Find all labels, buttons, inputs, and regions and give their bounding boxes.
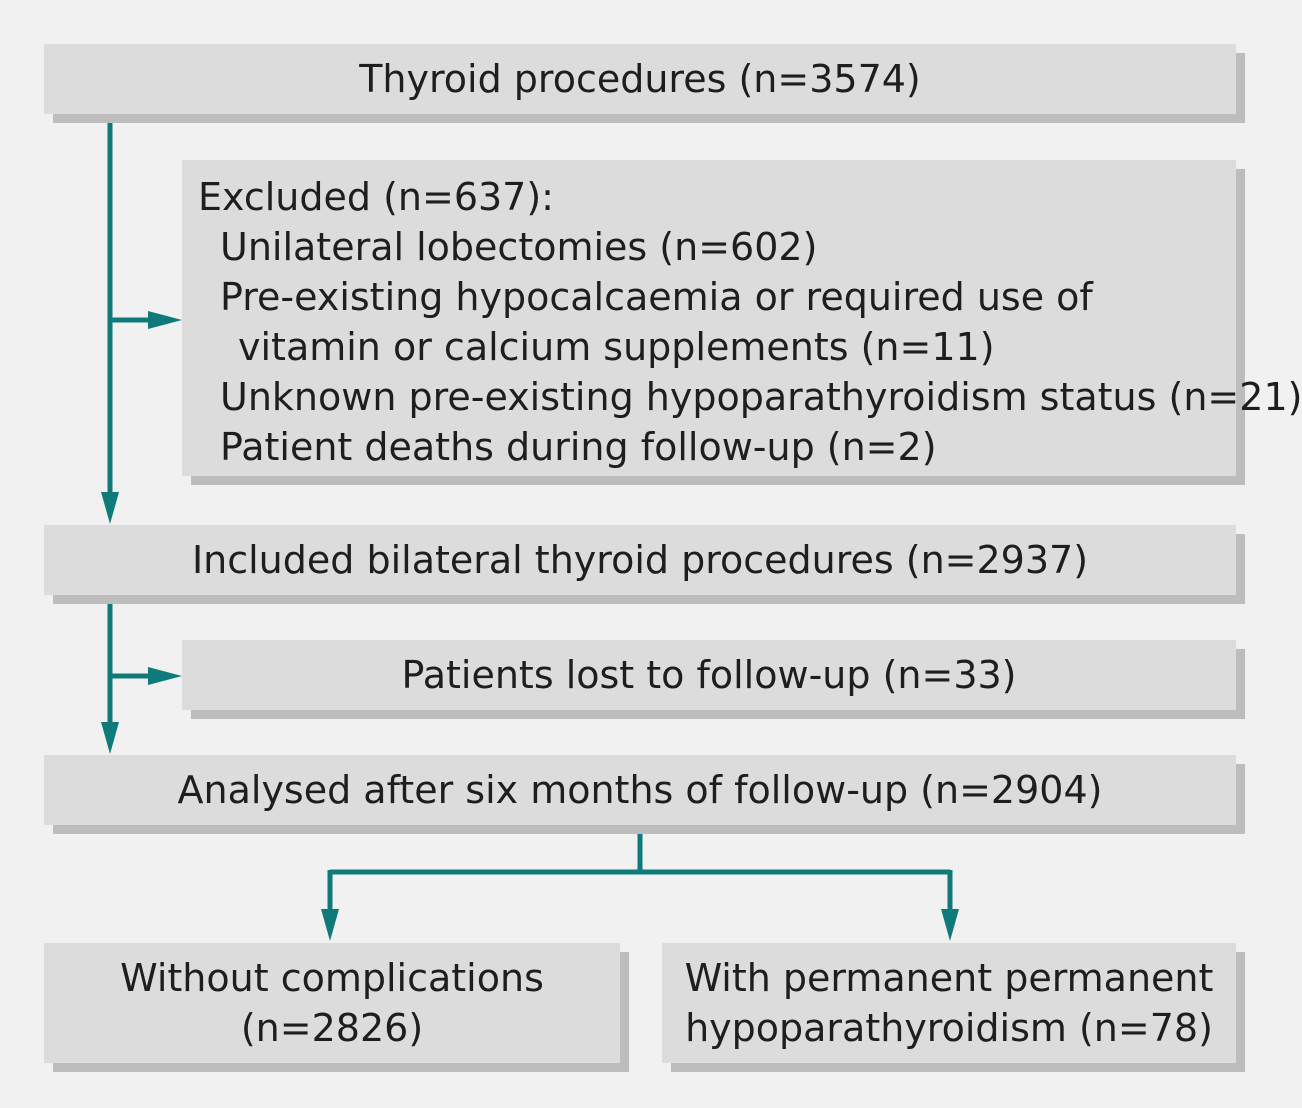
permanent-hypoparathyroidism-count: hypoparathyroidism (n=78) <box>685 1006 1213 1050</box>
thyroid-procedures-box: Thyroid procedures (n=3574) <box>44 44 1236 114</box>
permanent-hypoparathyroidism-box: With permanent permanent hypoparathyroid… <box>662 943 1236 1063</box>
excluded-item: Pre-existing hypocalcaemia or required u… <box>220 275 1093 319</box>
excluded-list: Excluded (n=637): Unilateral lobectomies… <box>198 172 1302 472</box>
lost-to-follow-up-label: Patients lost to follow-up (n=33) <box>401 653 1017 697</box>
arrowhead-down-icon <box>941 909 959 941</box>
lost-to-follow-up-box: Patients lost to follow-up (n=33) <box>182 640 1236 710</box>
excluded-item: Patient deaths during follow-up (n=2) <box>220 425 937 469</box>
arrowhead-down-icon <box>101 722 119 754</box>
without-complications-box: Without complications (n=2826) <box>44 943 620 1063</box>
permanent-hypoparathyroidism-label: With permanent permanent <box>684 956 1214 1000</box>
without-complications-label: Without complications <box>120 956 544 1000</box>
excluded-item-continuation: vitamin or calcium supplements (n=11) <box>238 325 995 369</box>
excluded-title: Excluded (n=637): <box>198 175 554 219</box>
arrowhead-right-icon <box>148 667 182 685</box>
excluded-box: Excluded (n=637): Unilateral lobectomies… <box>182 160 1302 476</box>
arrowhead-right-icon <box>148 311 182 329</box>
arrowhead-down-icon <box>321 909 339 941</box>
excluded-item: Unknown pre-existing hypoparathyroidism … <box>220 375 1302 419</box>
thyroid-procedures-label: Thyroid procedures (n=3574) <box>359 57 921 101</box>
excluded-item: Unilateral lobectomies (n=602) <box>220 225 818 269</box>
included-procedures-box: Included bilateral thyroid procedures (n… <box>44 525 1236 595</box>
analysed-label: Analysed after six months of follow-up (… <box>177 768 1103 812</box>
included-procedures-label: Included bilateral thyroid procedures (n… <box>191 538 1089 582</box>
arrowhead-down-icon <box>101 492 119 524</box>
analysed-box: Analysed after six months of follow-up (… <box>44 755 1236 825</box>
without-complications-count: (n=2826) <box>240 1006 424 1050</box>
